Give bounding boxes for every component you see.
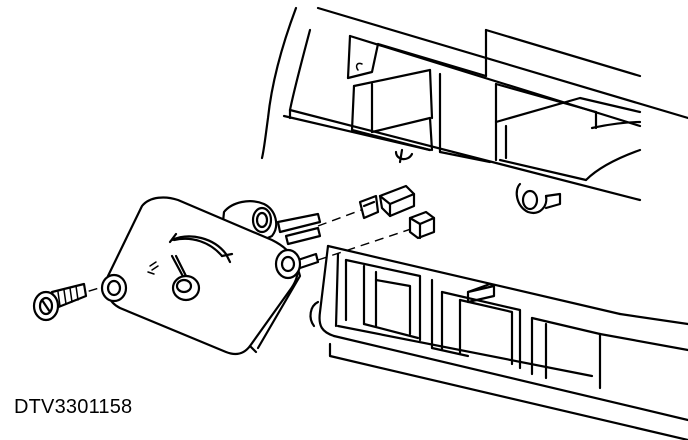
mounting-screw: [32, 282, 88, 322]
gauge-dial-arc: [170, 235, 232, 264]
gauge-faceplate: [100, 196, 302, 356]
lower-dash-housing: [309, 244, 688, 440]
figure-id-label: DTV3301158: [14, 396, 133, 418]
upper-dash-housing: [260, 6, 688, 214]
retaining-clip-lower: [408, 210, 436, 240]
gauge-symbol: [147, 261, 159, 275]
retaining-clip-upper: [358, 184, 416, 220]
mounting-ear-left: [100, 273, 128, 303]
mounting-ear-right: [274, 248, 302, 280]
